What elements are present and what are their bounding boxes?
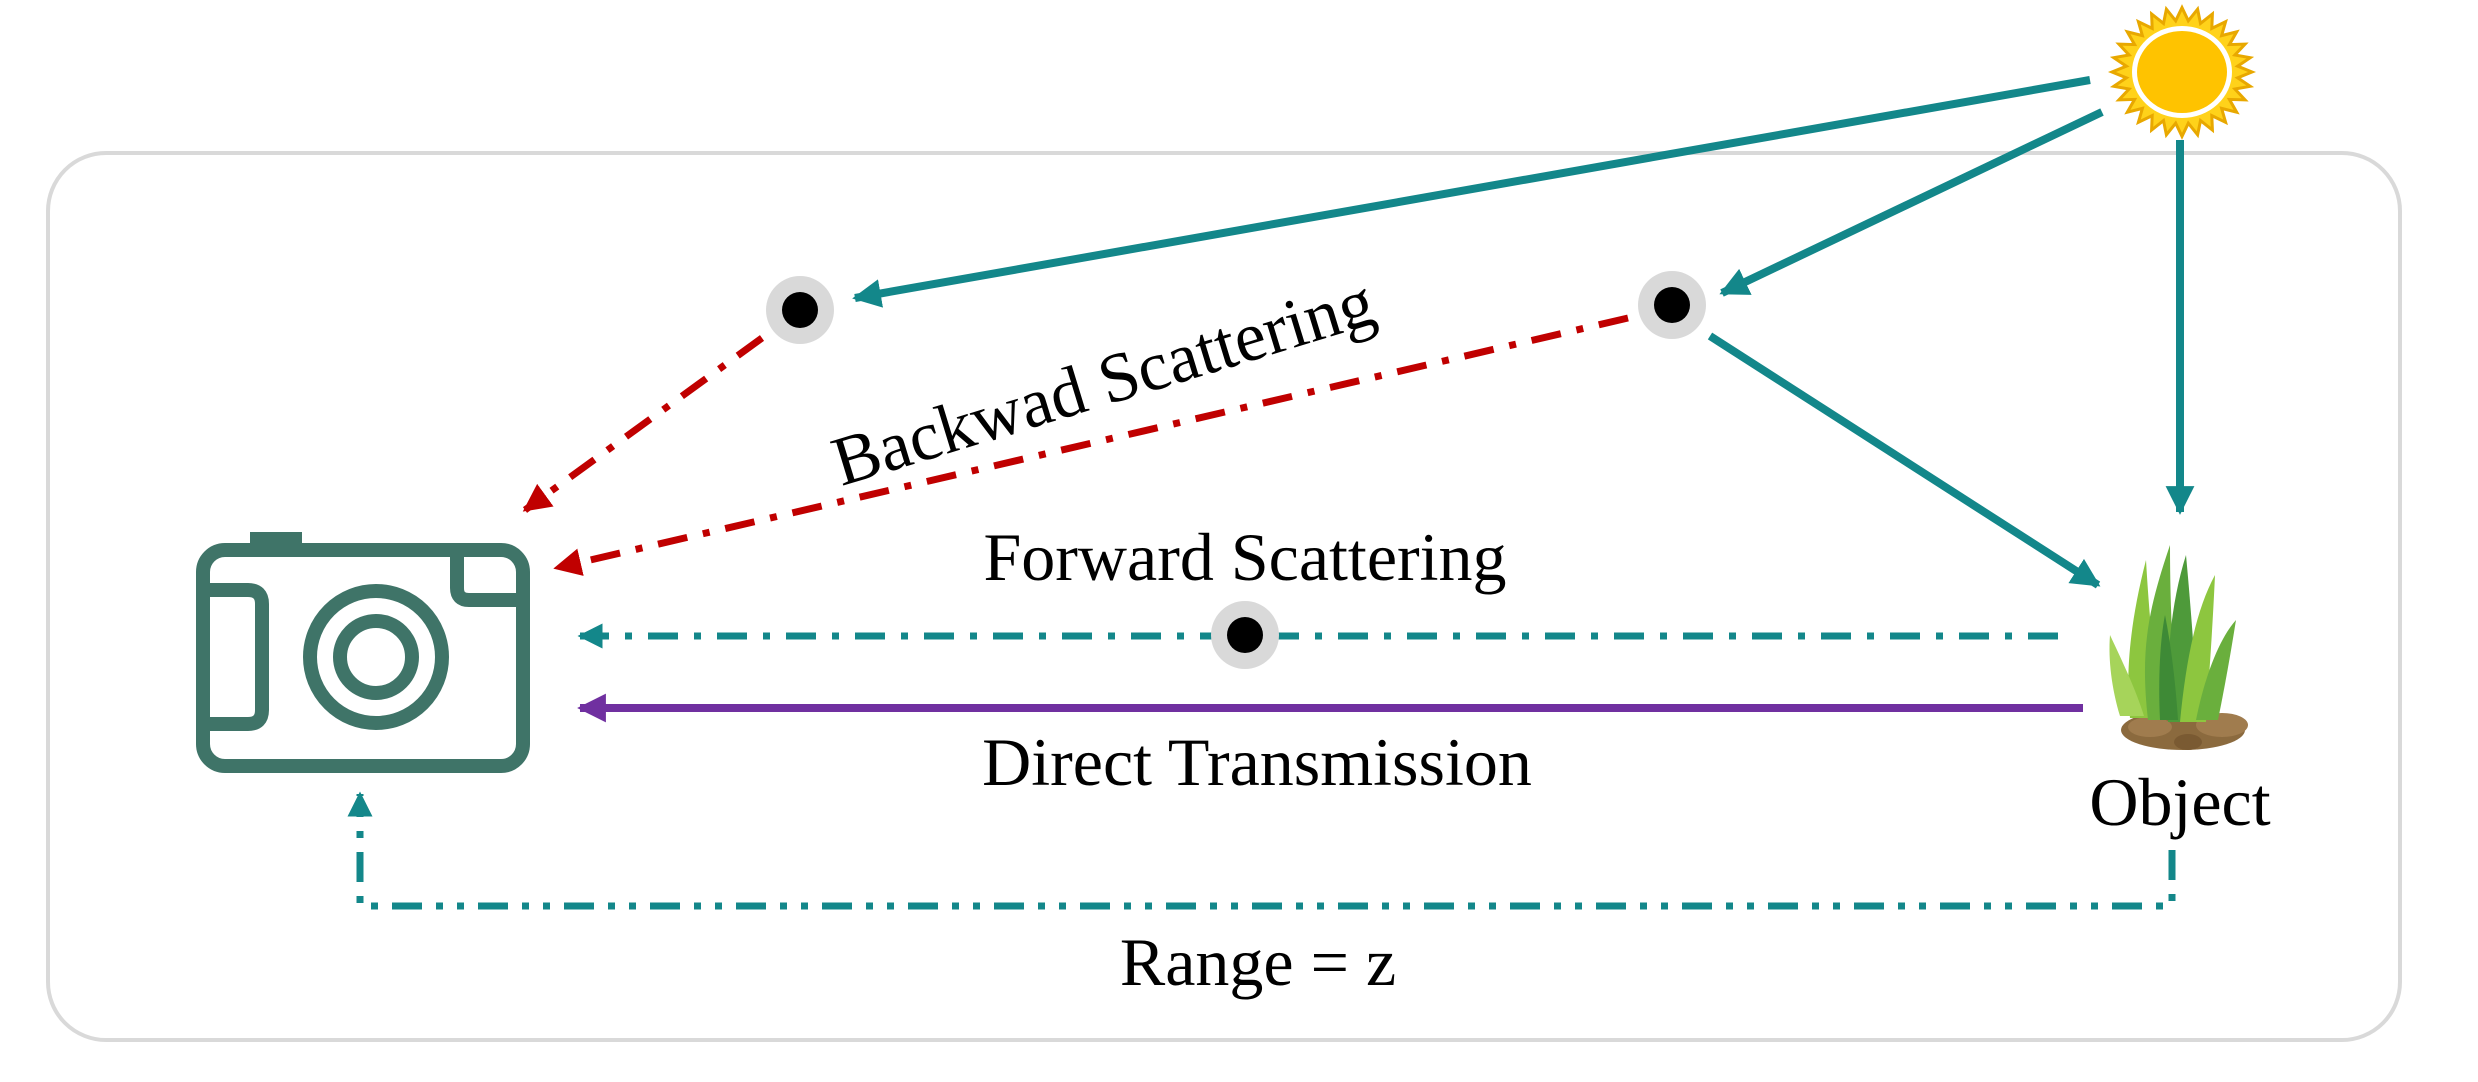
backscatter-ray-left: [522, 335, 765, 513]
sun-ray-to-particle-left: [852, 76, 2091, 308]
backscatter-ray-right: [553, 314, 1629, 576]
particle-icon: [1211, 601, 1279, 669]
sun-icon: [2107, 4, 2257, 140]
diagram-frame: [46, 151, 2402, 1042]
range-label: Range = z: [1120, 924, 1396, 1000]
forward-scattering-label: Forward Scattering: [983, 519, 1506, 595]
backward-scattering-label: Backwad Scattering: [824, 264, 1384, 502]
particle-icon: [1638, 271, 1706, 339]
scattered-ray-to-object: [1707, 332, 2101, 589]
direct-transmission-label: Direct Transmission: [982, 724, 1532, 800]
sun-ray-to-particle-right: [1719, 108, 2104, 297]
grass-icon: [2109, 545, 2248, 750]
object-label: Object: [2089, 764, 2270, 840]
camera-icon: [196, 532, 530, 773]
range-indicator: [347, 791, 2176, 910]
particle-icon: [766, 276, 834, 344]
